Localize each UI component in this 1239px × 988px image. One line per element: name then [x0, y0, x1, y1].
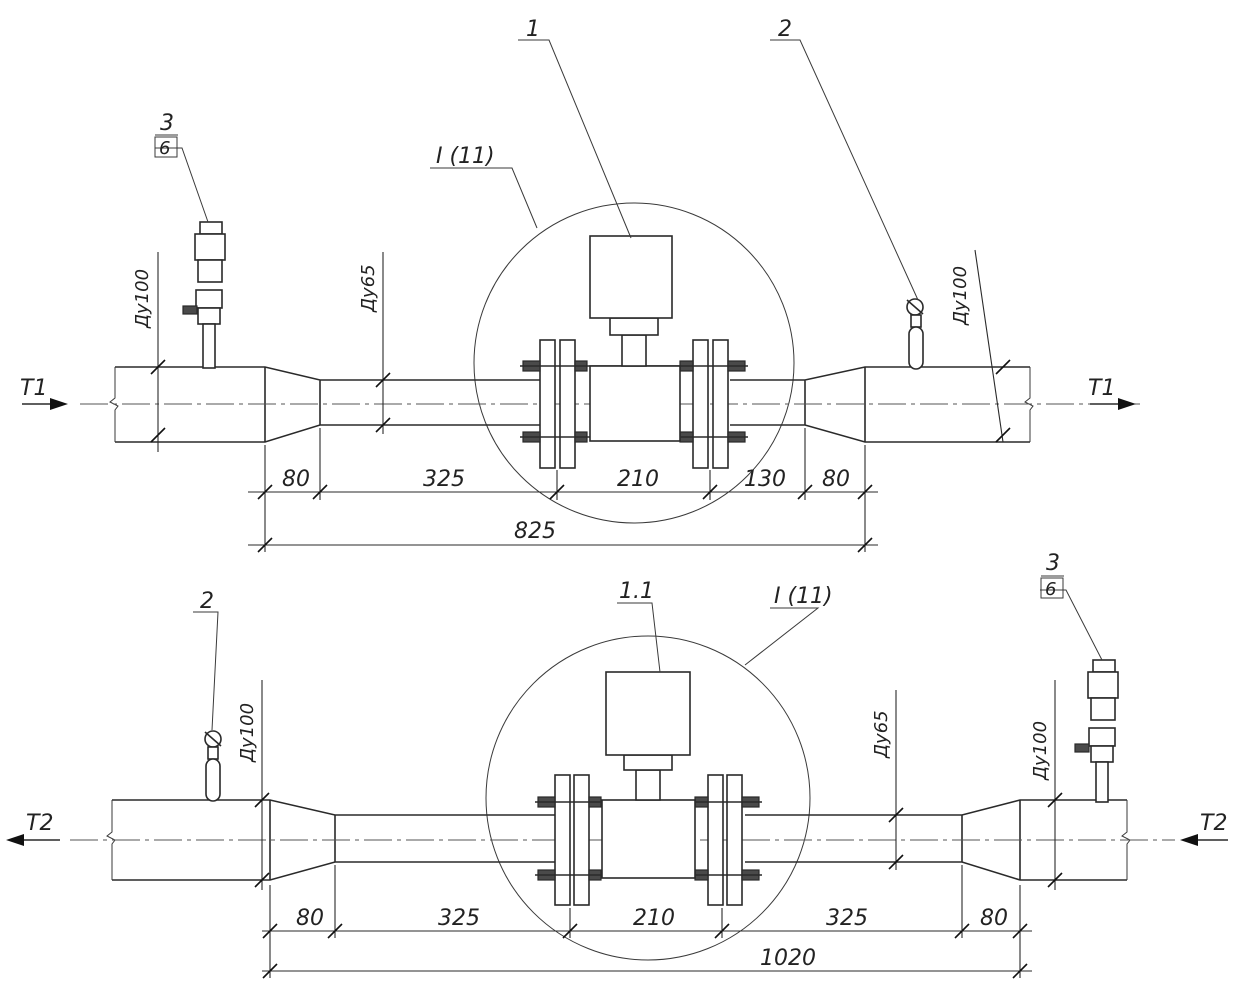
bottom-flow-arrow-right [1180, 834, 1228, 846]
bottom-pipe-break-right [1121, 800, 1131, 880]
top-meter-transmitter [589, 235, 673, 319]
top-flange-left-outer [539, 339, 556, 469]
top-leader-1 [518, 39, 632, 239]
top-leader-3 [155, 147, 209, 223]
bottom-dim-total: 1020 [760, 946, 816, 971]
bottom-flow-in-label: T2 [1200, 811, 1227, 836]
top-pipe-break-left [109, 367, 119, 442]
top-meter-body [589, 365, 681, 442]
bottom-thermometer [204, 730, 222, 802]
bottom-dim-1: 80 [296, 906, 324, 931]
bottom-air-valve [1074, 659, 1119, 803]
top-dim-2: 325 [423, 467, 465, 492]
bottom-callout-thermometer: 2 [200, 589, 214, 614]
top-detail-circle [473, 202, 795, 524]
bottom-meter-collar [623, 754, 673, 771]
bottom-flange-right-outer [726, 774, 743, 906]
bottom-callout-meter: 1.1 [619, 579, 654, 604]
top-flow-out-label: T1 [1088, 376, 1115, 401]
top-dim-3: 210 [617, 467, 659, 492]
bottom-callout-valve-bottom: 6 [1045, 579, 1056, 600]
top-dn-mid: Ду65 [358, 264, 379, 313]
bottom-flange-left-inner [573, 774, 590, 906]
top-dim-1: 80 [282, 467, 310, 492]
bottom-dim-3: 210 [633, 906, 675, 931]
top-dn-right: Ду100 [950, 266, 971, 326]
top-callout-thermometer: 2 [778, 17, 792, 42]
bottom-assembly [6, 589, 1228, 979]
top-flow-arrow-left [22, 398, 68, 410]
top-flange-left-inner [559, 339, 576, 469]
bottom-dn-left: Ду100 [237, 703, 258, 763]
top-air-valve [182, 221, 226, 369]
top-dim-total: 825 [514, 519, 556, 544]
top-flow-in-label: T1 [20, 376, 47, 401]
top-assembly [22, 39, 1140, 553]
bottom-dn-right: Ду100 [1030, 721, 1051, 781]
bottom-dimensions [262, 865, 1032, 979]
top-pipe-break-right [1024, 367, 1034, 442]
top-meter-collar [609, 317, 659, 336]
top-bolts [520, 360, 748, 443]
bottom-detail-circle [485, 635, 811, 961]
bottom-pipe [112, 799, 1127, 881]
bottom-callout-valve-top: 3 [1046, 551, 1060, 576]
top-dn-right-line [974, 249, 1004, 443]
bottom-leader-2 [193, 611, 219, 731]
top-callout-meter: 1 [526, 17, 540, 42]
bottom-leader-1 [617, 602, 661, 673]
bottom-flange-right-inner [707, 774, 724, 906]
bottom-flange-left-outer [554, 774, 571, 906]
bottom-leader-3 [1040, 589, 1103, 661]
bottom-leader-zone [744, 607, 820, 666]
bottom-meter-transmitter [605, 671, 691, 756]
top-meter-neck [621, 334, 647, 367]
bottom-callout-zone: I (11) [774, 584, 833, 609]
bottom-dim-4: 325 [826, 906, 868, 931]
top-flow-arrow-right [1090, 398, 1136, 410]
top-leader-zone [430, 167, 538, 229]
bottom-meter-neck [635, 769, 661, 801]
bottom-dn-mid: Ду65 [871, 710, 892, 759]
top-callout-valve-top: 3 [160, 111, 174, 136]
top-dim-5: 80 [822, 467, 850, 492]
bottom-dim-5: 80 [980, 906, 1008, 931]
top-dim-4: 130 [744, 467, 786, 492]
top-thermometer [906, 298, 924, 370]
top-callout-zone: I (11) [436, 144, 495, 169]
bottom-dim-2: 325 [438, 906, 480, 931]
top-pipe [115, 366, 1030, 443]
top-flange-right-inner [692, 339, 709, 469]
bottom-flow-arrow-left [6, 834, 60, 846]
top-dimensions [248, 428, 878, 553]
bottom-pipe-break-left [106, 800, 116, 880]
bottom-flow-out-label: T2 [26, 811, 53, 836]
top-leader-2 [770, 39, 919, 301]
top-callout-valve-bottom: 6 [159, 138, 170, 159]
top-flange-right-outer [712, 339, 729, 469]
bottom-meter-body [601, 799, 696, 879]
top-dn-left: Ду100 [132, 269, 153, 329]
